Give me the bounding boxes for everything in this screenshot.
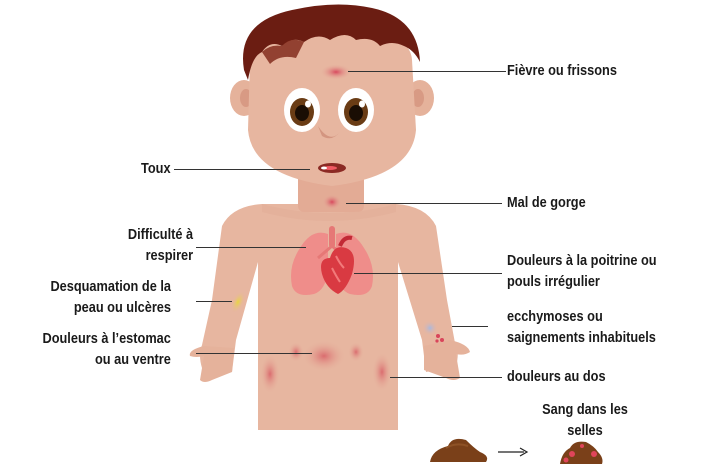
leader-line-back bbox=[390, 377, 502, 378]
back-glow-left bbox=[260, 354, 280, 394]
back-glow-right bbox=[372, 352, 392, 392]
stool-icon bbox=[430, 439, 487, 462]
leader-line-stomach bbox=[196, 353, 312, 354]
label-cough: Toux bbox=[141, 159, 171, 180]
label-back: douleurs au dos bbox=[507, 367, 606, 388]
leader-line-breathing bbox=[196, 247, 306, 248]
head bbox=[230, 4, 434, 186]
leader-line-throat bbox=[346, 203, 502, 204]
arrow-right-icon bbox=[498, 448, 527, 456]
bruise-spot bbox=[422, 320, 438, 336]
label-bruising: ecchymoses ou saignements inhabituels bbox=[507, 307, 656, 349]
label-sore-throat: Mal de gorge bbox=[507, 193, 586, 214]
stomach-glow bbox=[302, 340, 346, 372]
leader-line-skin bbox=[196, 301, 232, 302]
leader-line-chest bbox=[354, 273, 502, 274]
leader-line-cough bbox=[174, 169, 310, 170]
label-fever: Fièvre ou frissons bbox=[507, 61, 617, 82]
label-stool: Sang dans les selles bbox=[528, 400, 642, 442]
label-stomach: Douleurs à l’estomac ou au ventre bbox=[43, 329, 171, 371]
bloody-stool-icon bbox=[560, 442, 603, 464]
label-breathing: Difficulté à respirer bbox=[128, 225, 193, 267]
label-skin: Desquamation de la peau ou ulcères bbox=[50, 277, 171, 319]
label-chest: Douleurs à la poitrine ou pouls irréguli… bbox=[507, 251, 657, 293]
leader-line-fever bbox=[348, 71, 506, 72]
leader-line-bruising bbox=[452, 326, 488, 327]
throat-glow bbox=[322, 194, 342, 210]
